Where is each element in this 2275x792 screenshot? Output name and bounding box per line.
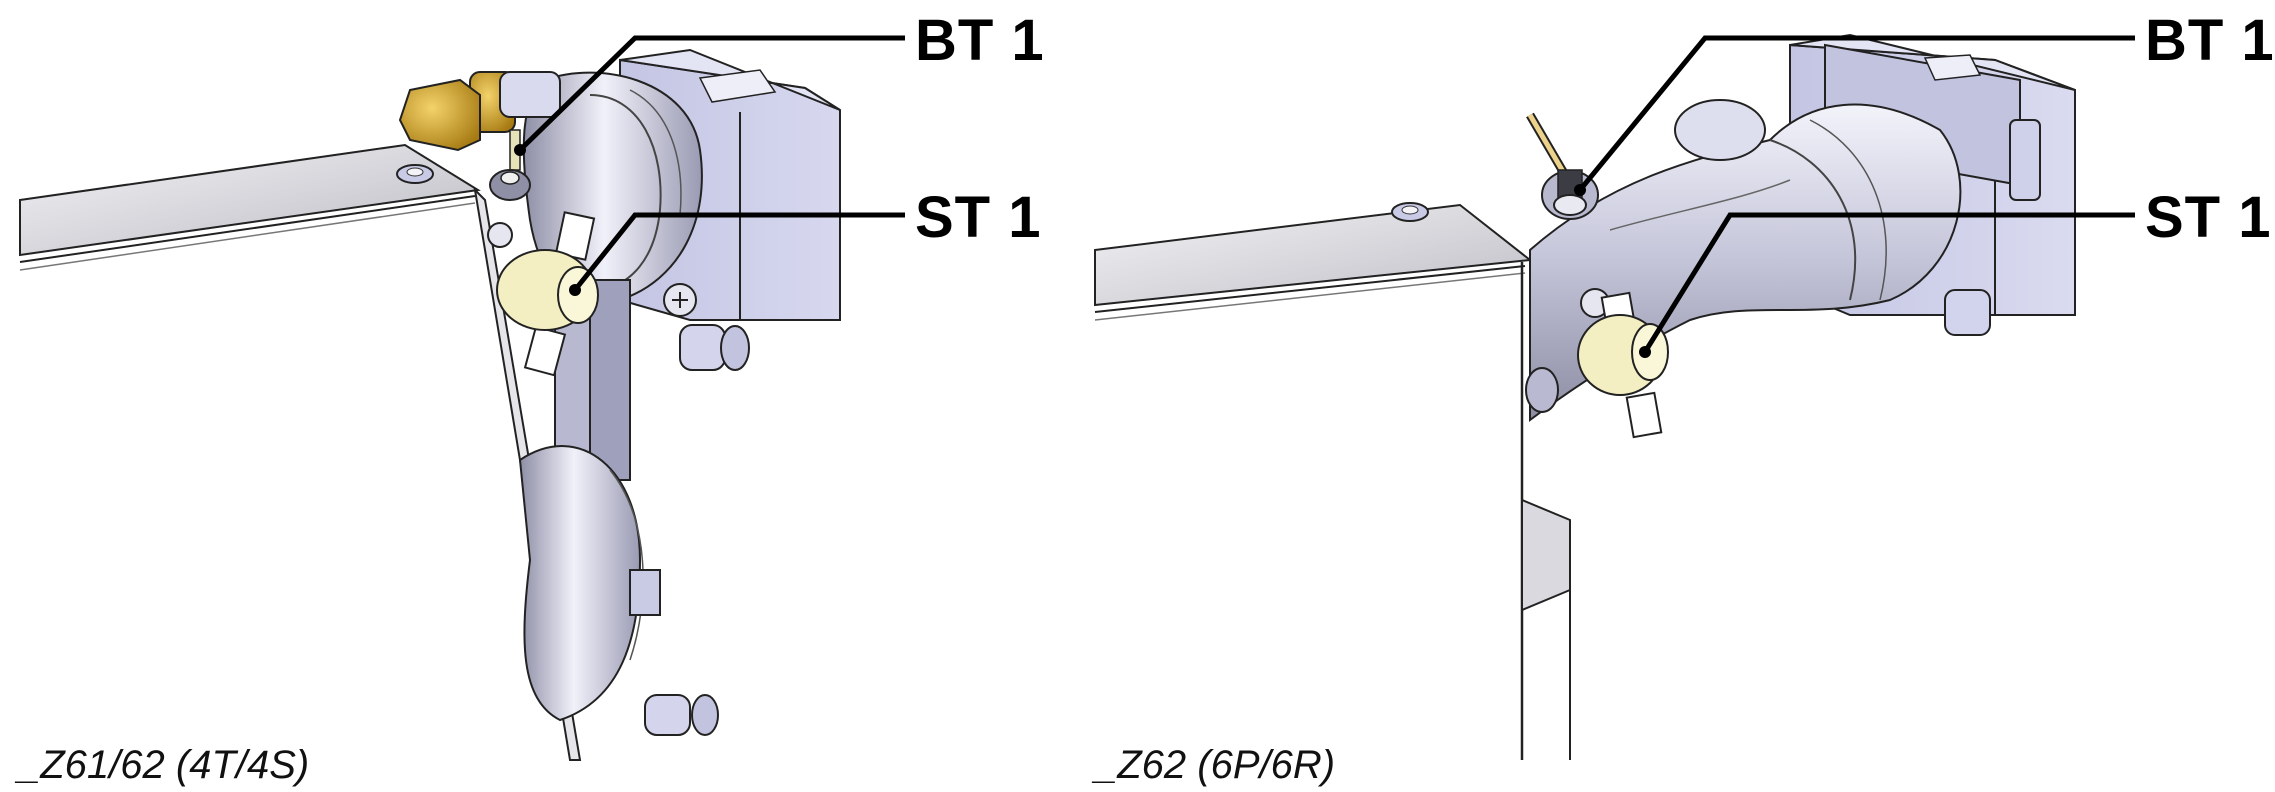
brass-fitting-icon xyxy=(398,71,561,152)
callout-st1-left: ST 1 xyxy=(915,185,1042,250)
pump-body xyxy=(487,71,750,736)
callout-bt1-left: BT 1 xyxy=(915,8,1045,73)
callout-leader-lines xyxy=(1574,35,2135,358)
view-left: BT 1 ST 1 _Z61/62 (4T/4S) xyxy=(0,0,1090,792)
callout-bt1-right: BT 1 xyxy=(2145,8,2275,73)
view-caption-left: _Z61/62 (4T/4S) xyxy=(18,743,310,787)
view-caption-right: _Z62 (6P/6R) xyxy=(1095,743,1336,787)
contact-clip-icon xyxy=(496,211,599,377)
pipe-fitting-icon xyxy=(644,694,719,736)
pump-assembly-right-illustration xyxy=(1094,33,2135,760)
view-right: BT 1 ST 1 _Z62 (6P/6R) xyxy=(1090,0,2275,792)
callout-st1-right: ST 1 xyxy=(2145,185,2272,250)
pump-assembly-left-illustration xyxy=(19,35,905,761)
pipe-fitting-icon xyxy=(679,324,750,371)
mounting-plate xyxy=(1094,202,1571,760)
callout-leader-lines xyxy=(514,35,905,296)
temperature-sensor-icon xyxy=(1526,112,1599,220)
